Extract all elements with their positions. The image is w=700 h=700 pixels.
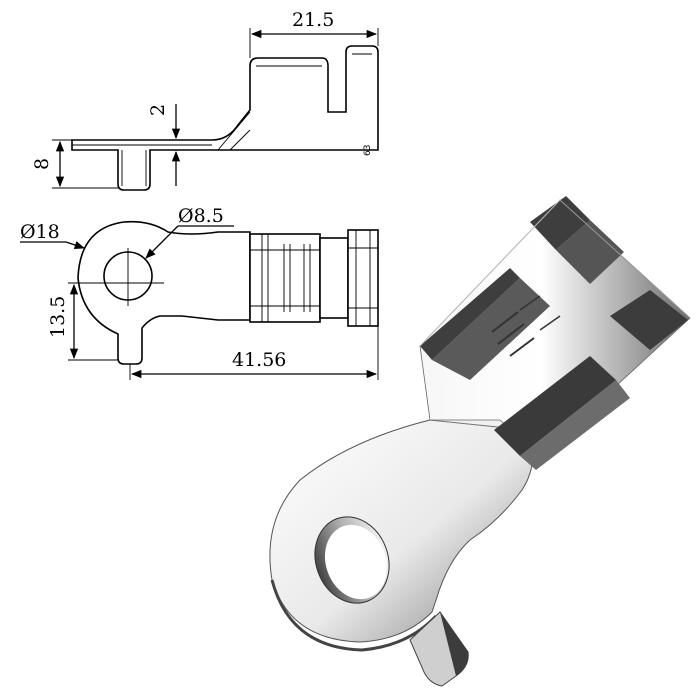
dim-height: 8 xyxy=(31,158,53,170)
top-outline xyxy=(77,220,251,365)
dim-thickness: 2 xyxy=(147,104,169,116)
top-view: Ø18 Ø8.5 13.5 41.56 xyxy=(20,205,379,380)
svg-text:63: 63 xyxy=(363,145,373,156)
dim-width-top: 21.5 xyxy=(292,9,334,31)
dim-ring-outer: Ø18 xyxy=(20,221,60,243)
isometric-view xyxy=(269,196,691,687)
iso-ring xyxy=(269,419,534,643)
dim-length: 41.56 xyxy=(232,349,286,371)
dim-offset: 13.5 xyxy=(47,296,69,338)
side-view: 63 21.5 2 8 xyxy=(31,9,379,191)
side-base-plate xyxy=(71,45,379,191)
dim-hole: Ø8.5 xyxy=(178,205,224,227)
